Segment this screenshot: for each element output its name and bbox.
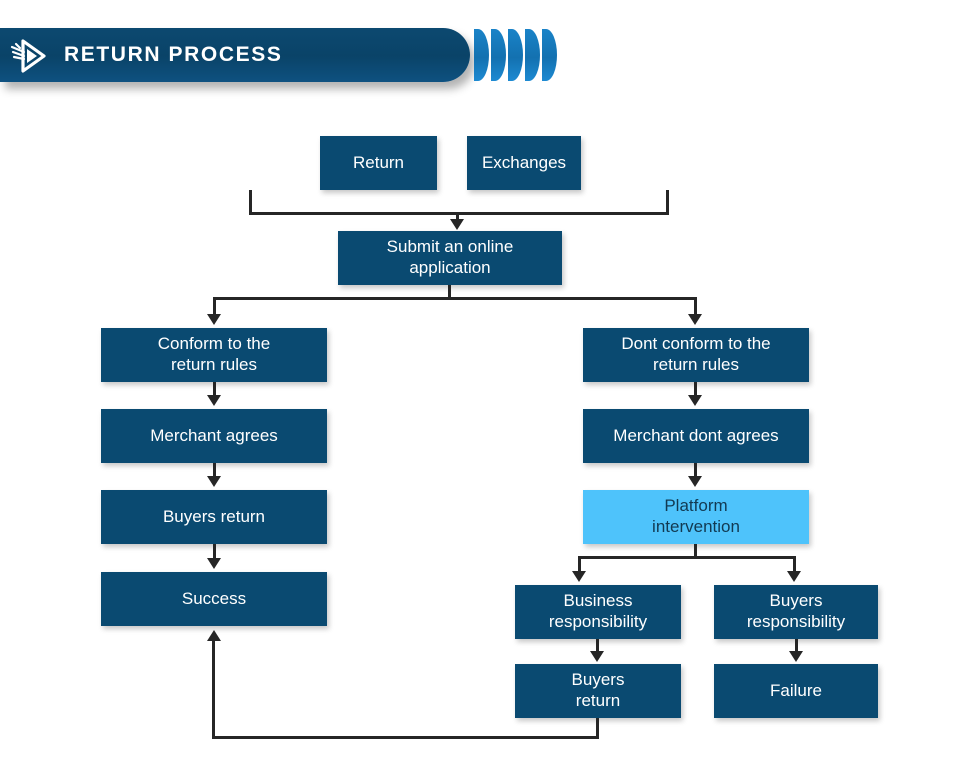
- node-platform-line1: Platform: [664, 496, 728, 516]
- page-title: RETURN PROCESS: [64, 43, 283, 66]
- edge-platform-down: [694, 544, 697, 558]
- edge-merchant-dont-agrees-to-platform: [694, 463, 697, 479]
- edge-dont-conform-to-merchant-dont-agrees: [694, 382, 697, 398]
- arrowhead-to-conform: [207, 314, 221, 325]
- stripe-3: [508, 29, 523, 81]
- arrowhead-merchant-dont-agrees: [688, 395, 702, 406]
- arrowhead-buyers-responsibility: [787, 571, 801, 582]
- edge-split-right-down: [694, 297, 697, 317]
- node-buyers-return-left[interactable]: Buyers return: [101, 490, 327, 544]
- arrowhead-platform: [688, 476, 702, 487]
- stripe-2: [491, 29, 506, 81]
- edge-conform-to-merchant-agrees: [213, 382, 216, 398]
- edge-feedback-down: [596, 718, 599, 739]
- node-platform-line2: intervention: [652, 517, 740, 536]
- edge-platform-split-right-down: [793, 556, 796, 572]
- node-return-label: Return: [352, 152, 405, 172]
- node-conform-to-return-rules[interactable]: Conform to the return rules: [101, 328, 327, 382]
- node-business-resp-line2: responsibility: [548, 612, 648, 631]
- node-return[interactable]: Return: [320, 136, 437, 190]
- node-merchant-agrees[interactable]: Merchant agrees: [101, 409, 327, 463]
- edge-merchant-agrees-to-buyers-return: [213, 463, 216, 479]
- node-failure-label: Failure: [770, 680, 822, 700]
- node-buyers-return-right[interactable]: Buyers return: [515, 664, 681, 718]
- edge-exchanges-down: [666, 190, 669, 214]
- arrowhead-merchant-agrees: [207, 395, 221, 406]
- node-conform-line1: Conform to the: [157, 334, 271, 354]
- header-decorative-stripes: [474, 29, 558, 81]
- arrowhead-failure: [789, 651, 803, 662]
- node-exchanges[interactable]: Exchanges: [467, 136, 581, 190]
- header-banner: RETURN PROCESS: [0, 28, 470, 82]
- edge-merge-to-submit: [456, 212, 459, 222]
- node-dont-conform-to-return-rules[interactable]: Dont conform to the return rules: [583, 328, 809, 382]
- edge-submit-down: [448, 285, 451, 300]
- arrowhead-buyers-return-right: [590, 651, 604, 662]
- node-merchant-agrees-label: Merchant agrees: [150, 425, 278, 445]
- node-business-responsibility[interactable]: Business responsibility: [515, 585, 681, 639]
- edge-feedback-horizontal: [212, 736, 599, 739]
- node-submit-line1: Submit an online: [386, 237, 514, 257]
- edge-buyers-return-to-success: [213, 544, 216, 561]
- arrowhead-to-submit: [450, 219, 464, 230]
- node-conform-line2: return rules: [171, 355, 257, 374]
- play-triangle-motion-icon: [10, 37, 50, 75]
- node-buyers-return-right-line1: Buyers: [571, 670, 625, 690]
- node-business-resp-line1: Business: [563, 591, 633, 611]
- node-exchanges-label: Exchanges: [481, 152, 567, 172]
- arrowhead-success: [207, 558, 221, 569]
- edge-buyers-resp-to-failure: [795, 639, 798, 653]
- arrowhead-buyers-return-left: [207, 476, 221, 487]
- node-buyers-resp-line2: responsibility: [746, 612, 846, 631]
- node-merchant-dont-agrees-label: Merchant dont agrees: [613, 425, 779, 445]
- node-submit-application[interactable]: Submit an online application: [338, 231, 562, 285]
- stripe-5: [542, 29, 557, 81]
- edge-platform-split-horizontal: [578, 556, 796, 559]
- node-platform-intervention[interactable]: Platform intervention: [583, 490, 809, 544]
- edge-return-down: [249, 190, 252, 214]
- node-buyers-resp-line1: Buyers: [769, 591, 823, 611]
- node-dont-conform-line1: Dont conform to the: [621, 334, 771, 354]
- node-dont-conform-line2: return rules: [653, 355, 739, 374]
- arrowhead-feedback-to-success: [207, 630, 221, 641]
- stripe-1: [474, 29, 489, 81]
- node-submit-line2: application: [409, 258, 491, 277]
- node-buyers-responsibility[interactable]: Buyers responsibility: [714, 585, 878, 639]
- node-success[interactable]: Success: [101, 572, 327, 626]
- arrowhead-to-dont-conform: [688, 314, 702, 325]
- stripe-4: [525, 29, 540, 81]
- edge-top-merge-horizontal: [249, 212, 669, 215]
- node-merchant-dont-agrees[interactable]: Merchant dont agrees: [583, 409, 809, 463]
- edge-feedback-up: [212, 641, 215, 739]
- edge-platform-split-left-down: [578, 556, 581, 572]
- node-failure[interactable]: Failure: [714, 664, 878, 718]
- node-buyers-return-left-label: Buyers return: [162, 506, 266, 526]
- edge-business-resp-to-buyers-return: [596, 639, 599, 653]
- node-success-label: Success: [181, 588, 247, 608]
- edge-submit-split-horizontal: [213, 297, 697, 300]
- node-buyers-return-right-line2: return: [575, 691, 621, 710]
- arrowhead-business-responsibility: [572, 571, 586, 582]
- edge-split-left-down: [213, 297, 216, 317]
